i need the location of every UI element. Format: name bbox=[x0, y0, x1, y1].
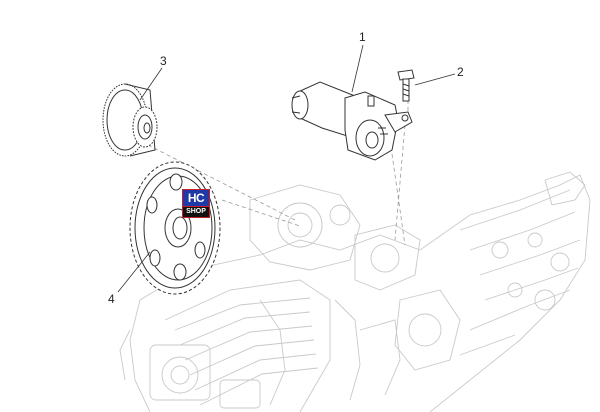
leader-lines bbox=[117, 44, 456, 293]
callout-1-label: 1 bbox=[359, 30, 366, 44]
callout-4-label: 4 bbox=[108, 292, 115, 306]
callout-2-label: 2 bbox=[457, 65, 464, 79]
logo-top-text: HC bbox=[182, 189, 210, 207]
starter-motor-part bbox=[291, 81, 413, 161]
hc-shop-logo: HC SHOP bbox=[182, 189, 210, 219]
engine-ghost-outline bbox=[119, 171, 591, 412]
callout-3-label: 3 bbox=[160, 54, 167, 68]
assembly-guide-lines bbox=[147, 100, 409, 246]
starter-gear-part bbox=[129, 161, 221, 295]
logo-bottom-text: SHOP bbox=[182, 207, 210, 218]
screw-part bbox=[397, 69, 415, 102]
idler-gear-part bbox=[102, 83, 158, 157]
